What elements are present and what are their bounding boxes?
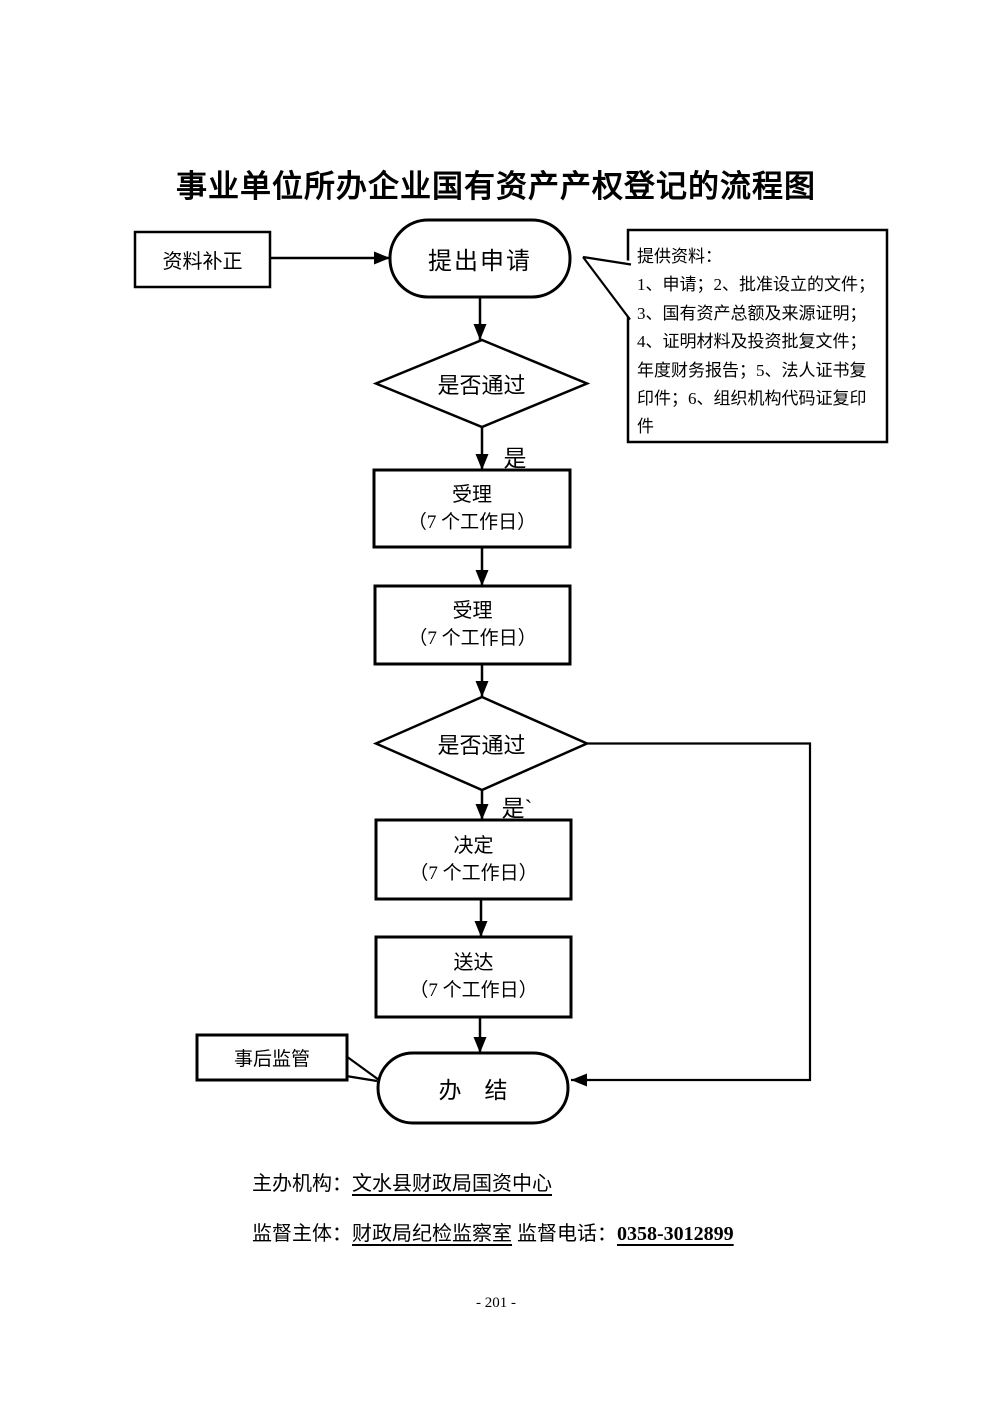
info-line: 提供资料： <box>637 247 722 266</box>
start-node-label: 提出申请 <box>428 249 532 275</box>
page-title: 事业单位所办企业国有资产产权登记的流程图 <box>176 169 816 204</box>
supervisor-label: 监督主体： <box>252 1223 352 1245</box>
deliver-line2: （7 个工作日） <box>409 980 538 1001</box>
start-stadium-shape <box>388 218 572 299</box>
accept1-box-label: 受理 （7 个工作日） <box>374 470 570 547</box>
accept1-box-shape <box>372 468 572 549</box>
info-line: 年度财务报告；5、法人证书复 <box>637 360 867 380</box>
info-line: 4、证明材料及投资批复文件； <box>637 332 867 352</box>
deliver-line1: 送达 <box>453 952 494 974</box>
deliver-box-label: 送达 （7 个工作日） <box>376 937 571 1017</box>
supervisor-value: 财政局纪检监察室 <box>352 1223 512 1245</box>
organizer-label: 主办机构： <box>252 1173 352 1195</box>
page-number: - 201 - <box>476 1295 516 1311</box>
footer-organizer-line: 主办机构：文水县财政局国资中心 <box>252 1171 552 1197</box>
accept2-box-shape <box>373 584 572 666</box>
supervision-callout-line-bottom <box>345 1074 378 1083</box>
supplement-box-shape <box>133 230 272 289</box>
accept2-line2: （7 个工作日） <box>408 628 537 649</box>
info-callout-line-bottom <box>582 256 631 321</box>
supervision-box-label: 事后监管 <box>233 1049 310 1070</box>
end-stadium-shape <box>376 1051 570 1125</box>
supervision-callout-line-top <box>345 1055 380 1081</box>
info-line: 3、国有资产总额及来源证明； <box>637 303 867 323</box>
info-callout-line-top <box>582 255 632 266</box>
phone-label: 监督电话： <box>517 1223 617 1245</box>
decide-line2: （7 个工作日） <box>409 862 538 884</box>
info-line: 件 <box>637 417 654 437</box>
decide-line1: 决定 <box>453 834 494 857</box>
decision1-label: 是否通过 <box>437 372 526 398</box>
loop-decision2-to-end <box>571 742 812 1087</box>
yes1-label: 是 <box>503 446 527 471</box>
decision2-label: 是否通过 <box>437 732 526 758</box>
accept1-line1: 受理 <box>452 483 492 506</box>
phone-value: 0358-3012899 <box>617 1223 734 1245</box>
yes2-label: 是` <box>501 796 533 821</box>
end-node-label: 办 结 <box>438 1078 508 1103</box>
info-line: 1、申请；2、批准设立的文件； <box>637 275 875 295</box>
accept2-line1: 受理 <box>452 600 493 622</box>
supervision-box-shape <box>195 1033 349 1082</box>
info-box-shape <box>626 228 889 444</box>
info-box-text: 提供资料： 1、申请；2、批准设立的文件； 3、国有资产总额及来源证明； 4、证… <box>637 243 883 442</box>
accept2-box-label: 受理 （7 个工作日） <box>375 586 570 664</box>
deliver-box-shape <box>374 935 573 1019</box>
info-line: 印件；6、组织机构代码证复印 <box>637 389 867 409</box>
accept1-line2: （7 个工作日） <box>407 511 537 533</box>
supplement-box-label: 资料补正 <box>162 251 243 273</box>
decide-box-shape <box>374 818 573 901</box>
decide-box-label: 决定 （7 个工作日） <box>376 820 571 899</box>
footer-supervisor-line: 监督主体：财政局纪检监察室 监督电话：0358-3012899 <box>252 1221 734 1247</box>
organizer-value: 文水县财政局国资中心 <box>352 1173 552 1195</box>
